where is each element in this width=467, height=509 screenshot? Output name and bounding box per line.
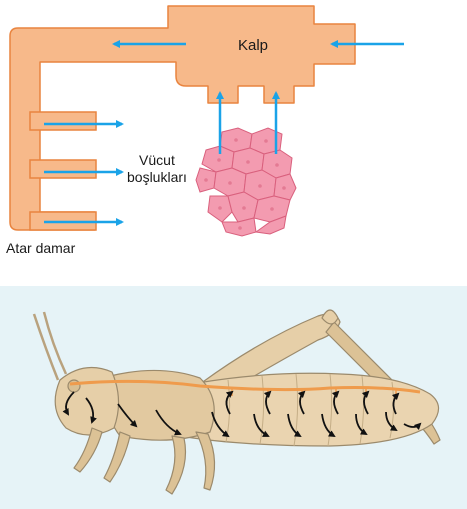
body-cavities-label-line2: boşlukları: [127, 169, 187, 186]
head: [55, 368, 118, 436]
heart-and-artery: [10, 6, 355, 230]
heart-label: Kalp: [238, 37, 268, 54]
eye: [68, 380, 80, 392]
artery-label: Atar damar: [6, 240, 75, 257]
body-cavities-label: Vücut boşlukları: [127, 152, 187, 186]
tissue-cluster: [196, 128, 296, 236]
body-cavities-label-line1: Vücut: [127, 152, 187, 169]
